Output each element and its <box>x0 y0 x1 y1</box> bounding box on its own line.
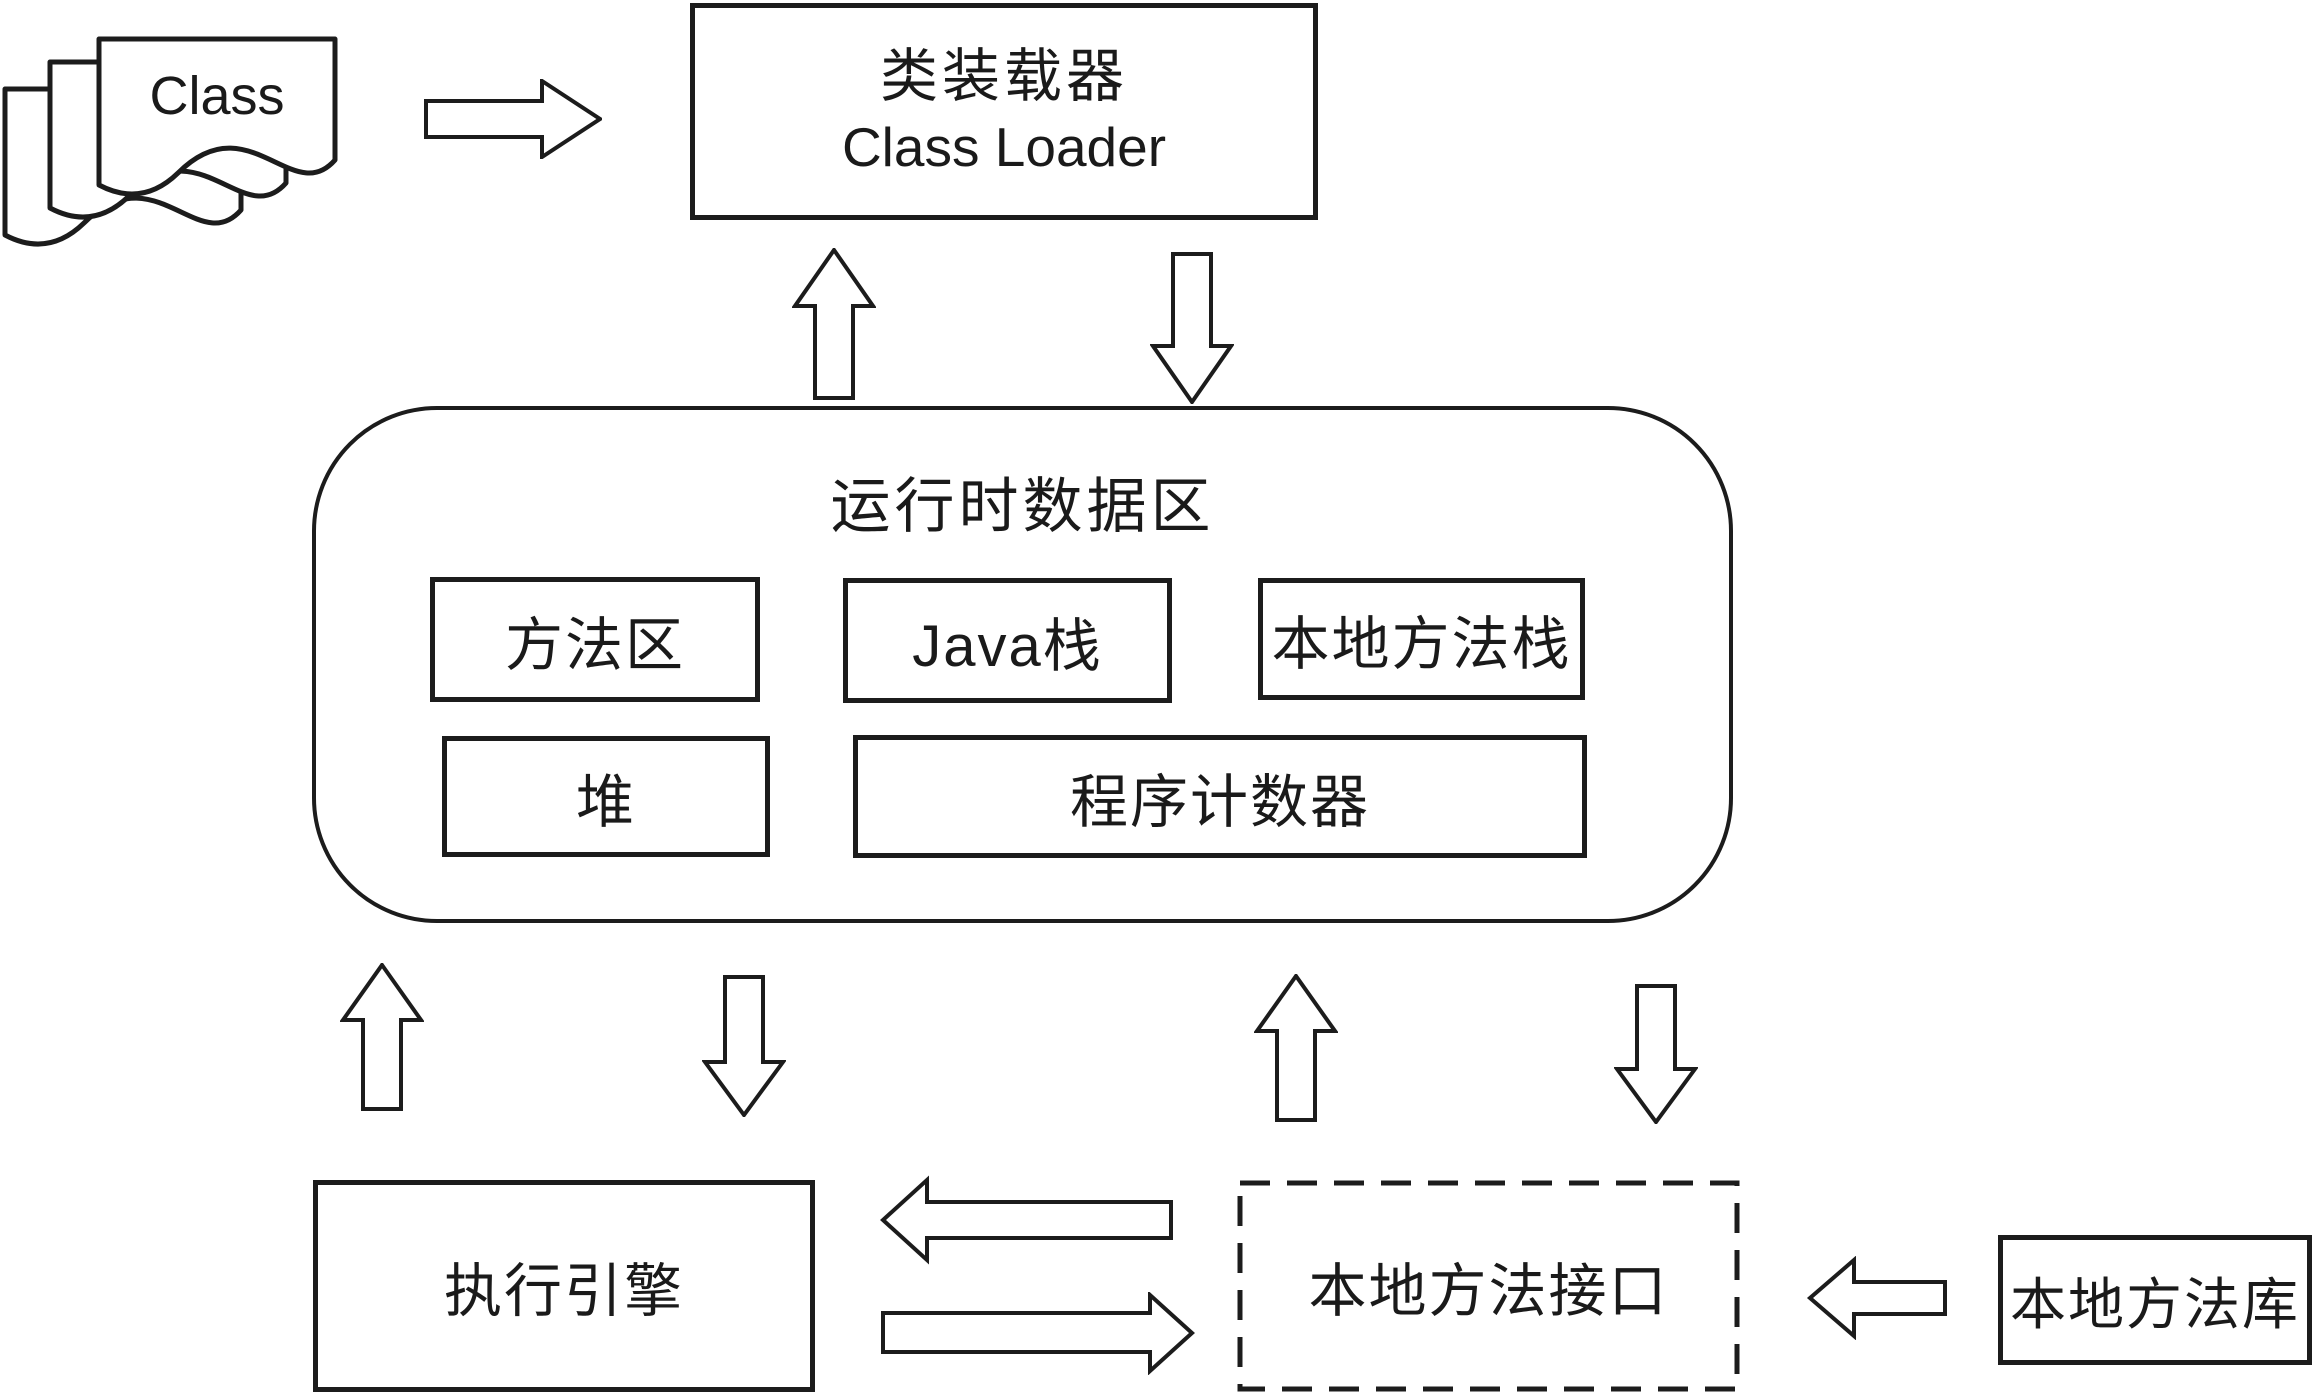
arrow-interface-to-engine-icon <box>880 1175 1173 1265</box>
method-area-box: 方法区 <box>430 577 760 702</box>
native-method-library-box: 本地方法库 <box>1998 1235 2312 1365</box>
arrow-runtime-to-loader-icon <box>792 248 876 400</box>
program-counter-box: 程序计数器 <box>853 735 1587 858</box>
class-files-icon: Class <box>2 36 338 247</box>
arrow-classfiles-to-loader-icon <box>424 79 602 159</box>
execution-engine-label: 执行引擎 <box>443 1259 684 1324</box>
class-loader-title-en: Class Loader <box>841 116 1167 179</box>
execution-engine-box: 执行引擎 <box>313 1180 815 1392</box>
native-method-library-label: 本地方法库 <box>2010 1272 2300 1336</box>
method-area-label: 方法区 <box>504 612 685 678</box>
java-stack-box: Java栈 <box>843 578 1172 703</box>
class-loader-title-zh: 类装载器 <box>879 43 1128 109</box>
arrow-interface-to-runtime-icon <box>1254 974 1338 1122</box>
arrow-loader-to-runtime-icon <box>1150 252 1234 404</box>
arrow-engine-to-runtime-icon <box>340 963 424 1111</box>
program-counter-label: 程序计数器 <box>1069 769 1370 835</box>
heap-label: 堆 <box>575 769 636 835</box>
arrow-runtime-to-interface-icon <box>1614 984 1698 1124</box>
class-loader-box: 类装载器 Class Loader <box>690 3 1318 220</box>
native-method-interface-label: 本地方法接口 <box>1308 1259 1669 1324</box>
arrow-runtime-to-engine-icon <box>702 975 786 1117</box>
native-method-stack-label: 本地方法栈 <box>1271 612 1572 677</box>
java-stack-label: Java栈 <box>912 613 1103 679</box>
arrow-library-to-interface-icon <box>1806 1256 1947 1340</box>
runtime-data-area-title: 运行时数据区 <box>830 473 1215 540</box>
native-method-stack-box: 本地方法栈 <box>1258 578 1585 700</box>
class-file-label: Class <box>149 66 284 126</box>
heap-box: 堆 <box>442 736 770 857</box>
arrow-engine-to-interface-icon <box>881 1292 1195 1375</box>
native-method-interface-box <box>1237 1180 1740 1392</box>
